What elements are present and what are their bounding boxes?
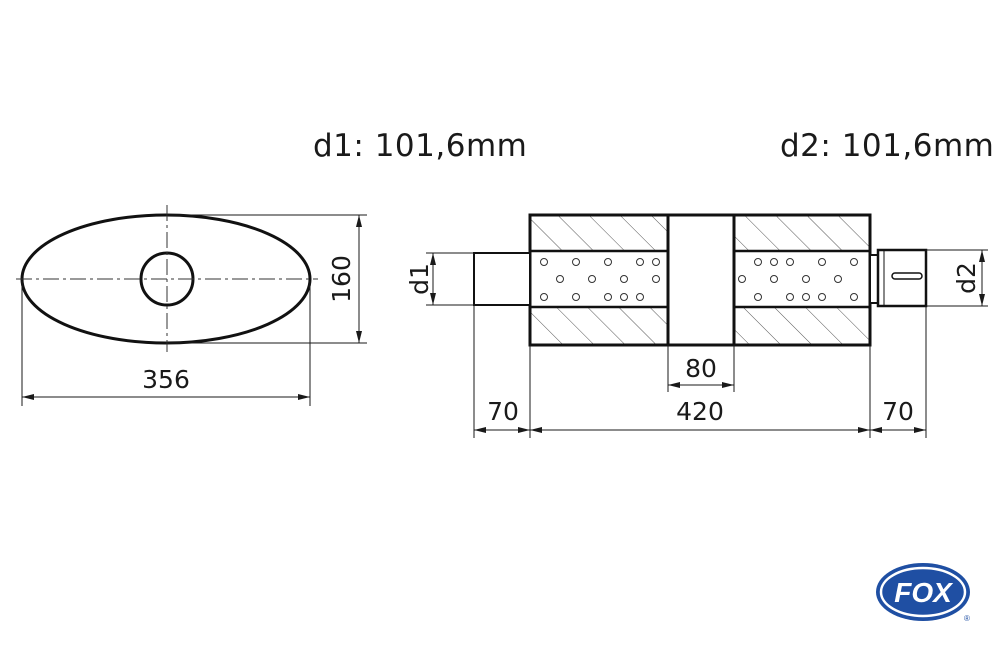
left-chamber-packing-top — [530, 215, 668, 251]
fox-logo-inner-ring — [879, 566, 967, 618]
inlet-length-label: 70 — [487, 397, 519, 426]
width-dimension-label: 356 — [142, 365, 190, 394]
left-tube-perforations — [540, 258, 660, 301]
d1-diameter-heading: d1: 101,6mm — [313, 128, 528, 164]
body-length-label: 420 — [676, 397, 724, 426]
d2-diameter-heading: d2: 101,6mm — [780, 128, 995, 164]
right-chamber-packing-top — [734, 215, 870, 251]
fox-logo-registered-mark: ® — [964, 614, 970, 623]
right-tube-perforations — [738, 258, 858, 301]
front-view: 356 160 — [16, 205, 367, 406]
outlet-slot — [891, 272, 923, 280]
gap-dimension-label: 80 — [685, 354, 717, 383]
fox-logo-text: FOX — [894, 577, 954, 608]
inlet-pipe — [473, 252, 531, 306]
fox-logo: FOX ® — [876, 563, 970, 623]
right-chamber-packing-bottom — [734, 307, 870, 345]
side-view: d1 d2 80 70 420 70 — [405, 213, 988, 438]
outlet-length-label: 70 — [882, 397, 914, 426]
fox-logo-oval — [876, 563, 970, 621]
height-dimension-label: 160 — [327, 255, 356, 303]
left-chamber-packing-bottom — [530, 307, 668, 345]
d1-dimension-label: d1 — [405, 263, 434, 295]
d2-dimension-label: d2 — [952, 262, 981, 294]
